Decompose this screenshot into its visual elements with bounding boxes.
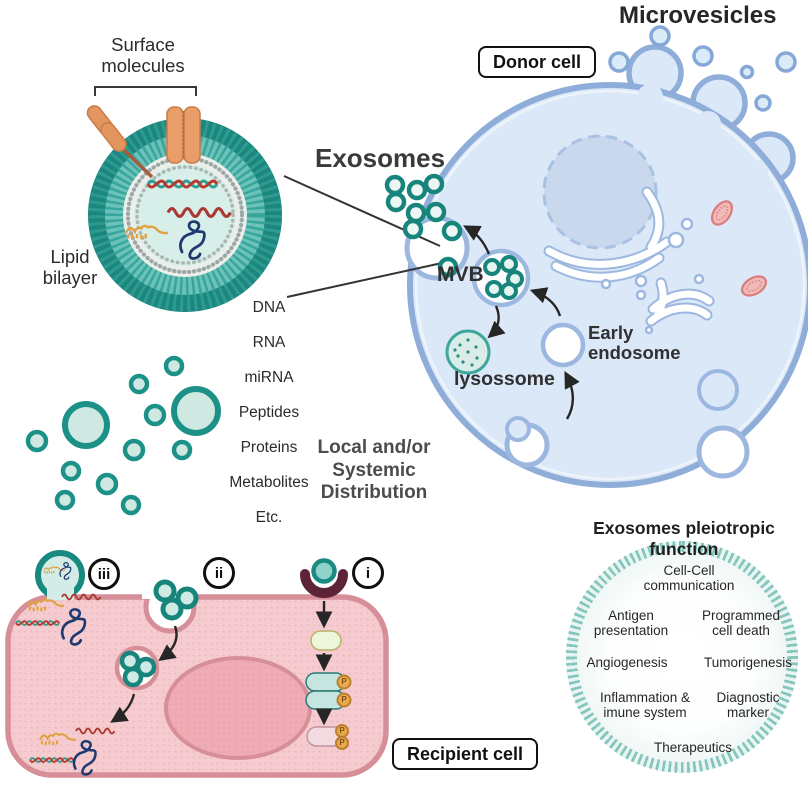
surface-receptor-icon [86,105,154,179]
donor-nucleus [542,134,658,250]
budding-vesicle [505,416,531,442]
early-endosome-label: Early endosome [588,322,681,363]
pathway-ii-endocytosis [29,574,199,776]
function-diagnostic-marker: Diagnostic marker [716,690,780,720]
multivesicular-body [471,248,531,308]
function-programmed-cell-death: Programmed cell death [701,608,781,638]
cargo-item: Peptides [238,403,300,421]
lysosome [445,329,491,375]
phosphate-label: P [341,677,347,686]
pathway-iii-label: iii [97,565,111,583]
cargo-item: Metabolites [229,473,309,491]
function-therapeutics: Therapeutics [653,740,733,755]
pleiotropic-circle [566,541,798,773]
pleiotropic-circle-inner [577,552,787,762]
cargo-item: RNA [252,333,286,351]
released-exosomes [384,173,463,278]
signal-molecule [310,630,342,651]
early-endosome [540,322,586,368]
mitochondrion [740,275,768,297]
function-angiogenesis: Angiogenesis [586,655,668,670]
dna-icon [146,179,219,189]
exosomes-title: Exosomes [315,143,446,173]
channel-protein-icon [166,106,201,164]
membrane-invagination [696,425,750,479]
uptake-arrows [110,601,333,726]
golgi-stack [635,273,715,335]
cargo-item: Proteins [240,438,298,456]
microvesicles [608,25,797,112]
phosphate-label: P [339,738,345,747]
surface-molecules-label: Surface molecules [101,34,185,76]
function-cell-communication: Cell-Cell communication [643,563,735,593]
pathway-ii-label: ii [214,564,224,582]
phosphate-icons [335,674,352,750]
phosphate-label: P [341,695,347,704]
pathway-iii-badge: iii [88,558,120,590]
pathway-i-badge: i [352,557,384,589]
cargo-list: DNA RNA miRNA Peptides Proteins Metaboli… [213,281,325,544]
golgi-apparatus [543,186,694,290]
bracket [94,86,197,96]
receptor-icon [300,569,348,598]
lipid-bilayer-label: Lipid bilayer [42,246,98,288]
mvb-label: MVB [437,263,484,286]
recipient-cell [5,550,389,778]
function-tumorigenesis: Tumorigenesis [703,655,793,670]
cargo-item: Etc. [255,508,283,526]
trafficking-arrows [463,225,580,420]
donor-cell-label: Donor cell [478,46,597,78]
microvesicles-title: Microvesicles [619,2,777,29]
pathway-i-receptor [300,558,352,750]
cargo-item: miRNA [244,368,294,386]
distribution-label: Local and/or Systemic Distribution [317,437,431,503]
pathway-i-label: i [365,564,371,582]
pathway-ii-badge: ii [203,557,235,589]
phosphate-label: P [339,726,345,735]
function-antigen-presentation: Antigen presentation [593,608,669,638]
intracellular-vesicle [697,369,739,411]
pathway-iii-fusion [15,550,102,646]
exosome-ligand [311,558,337,584]
mitochondrion [710,200,734,226]
lysosome-label: lysossome [454,368,555,390]
exosome-cluster [25,355,221,516]
recipient-cell-label: Recipient cell [392,738,539,770]
pleiotropic-title: Exosomes pleiotropic function [593,518,775,559]
function-inflammation: Inflammation & imune system [599,690,691,720]
exosome-structure [86,86,282,312]
cargo-item: DNA [252,298,286,316]
